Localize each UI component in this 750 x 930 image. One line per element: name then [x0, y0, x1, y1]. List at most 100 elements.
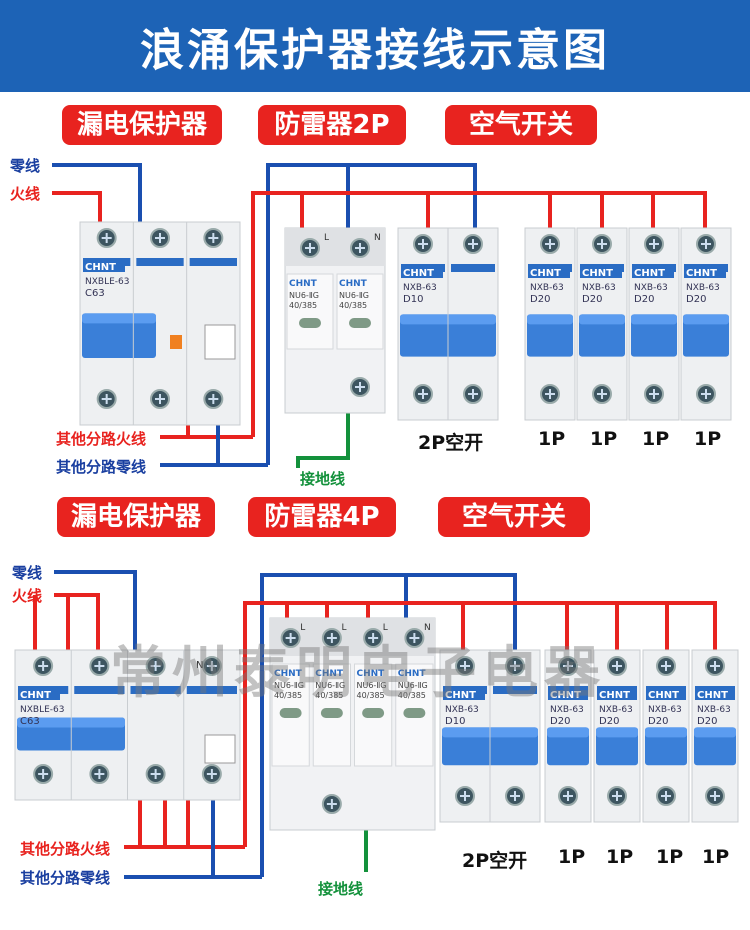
rating-label: D20 [530, 294, 550, 305]
caption-1p-bottom: 1P [656, 846, 684, 868]
brand-badge [684, 264, 726, 278]
ground-label-top: 接地线 [300, 470, 346, 488]
brand-badge [597, 686, 637, 700]
spd-module [336, 273, 384, 350]
rating-label: 40/385 [315, 691, 343, 700]
neutral-wire [54, 570, 137, 660]
brand-label: CHNT [274, 669, 303, 679]
screw-slot-icon [94, 769, 105, 779]
model-label: NXB-63 [634, 283, 668, 293]
screw-slot-icon [710, 791, 720, 801]
rating-label: D20 [582, 294, 602, 305]
model-label: NU6-ⅡG [357, 681, 387, 690]
test-button [170, 335, 182, 349]
live-wire [33, 593, 100, 660]
status-window [362, 708, 385, 718]
terminal-letter: N [424, 623, 431, 633]
caption-1p-bottom: 1P [606, 846, 634, 868]
toggle-handle-top [527, 314, 573, 325]
status-window [279, 708, 302, 718]
tag-spd-4p: 防雷器4P [248, 497, 396, 537]
toggle-handle-top [631, 314, 677, 325]
brand-label: CHNT [445, 690, 476, 701]
brand-badge [18, 686, 60, 700]
screw-slot-icon [468, 239, 478, 249]
screw-slot-icon [208, 394, 219, 404]
toggle-handle [527, 314, 573, 357]
caption-1p-top: 1P [642, 428, 670, 450]
screw-slot-icon [38, 661, 49, 671]
toggle-handle-top [547, 727, 589, 738]
spd-terminal-strip [285, 228, 385, 266]
brand-badge [632, 264, 674, 278]
live-label-bottom: 火线 [12, 587, 43, 605]
model-label: NXB-63 [648, 705, 682, 715]
screw-slot-icon [305, 243, 315, 253]
rating-label: 40/385 [357, 691, 385, 700]
screw-slot-icon [460, 791, 470, 801]
model-label: NU6-ⅡG [315, 681, 345, 690]
rating-label: D10 [403, 294, 423, 305]
toggle-handle-top [579, 314, 625, 325]
toggle-handle-top [82, 313, 156, 324]
screw-slot-icon [208, 233, 219, 243]
branch-live-label-bottom: 其他分路火线 [20, 840, 111, 858]
screw-slot-icon [661, 661, 671, 671]
rating-label: 40/385 [339, 301, 367, 310]
screw-slot-icon [510, 661, 520, 671]
screw-slot-icon [597, 389, 607, 399]
status-window [349, 318, 371, 328]
neutral-label-bottom: 零线 [12, 564, 43, 582]
brand-strip [130, 686, 181, 694]
brand-label: CHNT [599, 690, 630, 701]
branch-live-wire [124, 775, 245, 849]
screw-slot-icon [701, 389, 711, 399]
spd-live-wire [251, 191, 707, 437]
brand-badge [646, 686, 686, 700]
brand-label: CHNT [686, 268, 717, 279]
model-label: NXBLE-63 [85, 277, 129, 287]
brand-label: CHNT [315, 669, 344, 679]
model-label: NXB-63 [599, 705, 633, 715]
brand-badge [401, 264, 443, 278]
screw-slot-icon [418, 389, 428, 399]
screw-slot-icon [418, 239, 428, 249]
screw-slot-icon [150, 769, 161, 779]
model-label: NXB-63 [445, 705, 479, 715]
brand-strip [493, 686, 537, 694]
model-label: NXB-63 [582, 283, 616, 293]
branch-live-label-top: 其他分路火线 [56, 430, 147, 448]
caption-2p-top: 2P空开 [418, 432, 484, 454]
screw-slot-icon [155, 394, 165, 404]
caption-2p-bottom: 2P空开 [462, 850, 528, 872]
title-banner: 浪涌保护器接线示意图 [0, 0, 750, 92]
screw-slot-icon [468, 389, 478, 399]
brand-badge [443, 686, 485, 700]
tag-spd-2p: 防雷器2P [258, 105, 406, 145]
terminal-letter: L [300, 623, 305, 633]
rating-label: C63 [20, 716, 40, 727]
screw-slot-icon [563, 791, 573, 801]
breaker-1p-top [628, 227, 680, 421]
model-label: NU6-ⅡG [289, 291, 319, 300]
status-window [403, 708, 426, 718]
brand-badge [695, 686, 735, 700]
toggle-handle-top [683, 314, 729, 325]
screw-slot-icon [701, 239, 711, 249]
toggle-handle-top [694, 727, 736, 738]
rating-label: 40/385 [398, 691, 426, 700]
brand-label: CHNT [403, 268, 434, 279]
brand-badge [580, 264, 622, 278]
brand-strip [136, 258, 184, 266]
toggle-handle [683, 314, 729, 357]
tag-rcd-bottom: 漏电保护器 [57, 497, 215, 537]
brand-label: CHNT [530, 268, 561, 279]
toggle-handle [631, 314, 677, 357]
model-label: NU6-ⅡG [339, 291, 369, 300]
qr-code [204, 734, 236, 764]
brand-strip [74, 686, 125, 694]
model-label: NXBLE-63 [20, 705, 64, 715]
brand-strip [451, 264, 495, 272]
watermark: 常州泰明电子电器 [110, 641, 606, 706]
terminal-letter: L [342, 623, 347, 633]
